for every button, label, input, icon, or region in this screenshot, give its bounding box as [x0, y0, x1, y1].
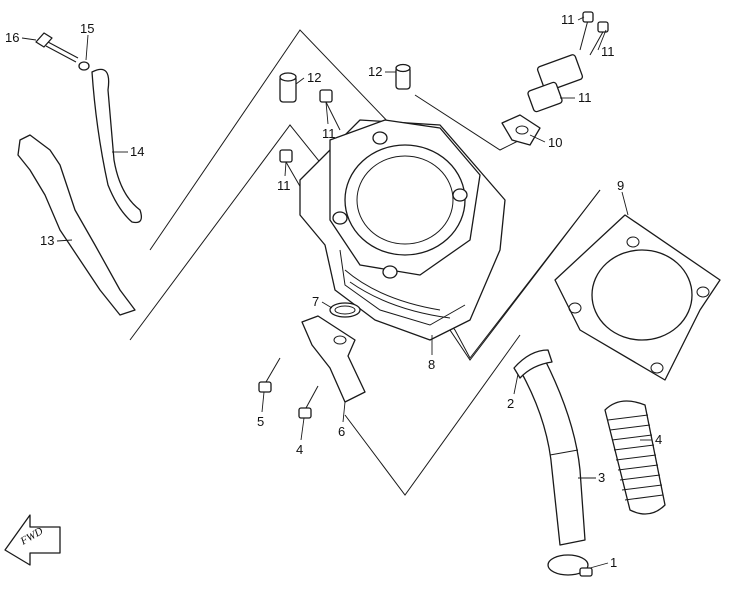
- callout-12-left: 12: [307, 70, 321, 85]
- tensioner-10-part: [527, 11, 609, 113]
- leader-8: [621, 191, 629, 216]
- o-ring-6-part: [329, 302, 361, 318]
- leader-15: [85, 34, 89, 61]
- intake-pipe-5-part: [301, 315, 366, 403]
- leader-4-right: [300, 417, 305, 441]
- group-outline-bottom: [344, 334, 521, 496]
- callout-5: 6: [338, 424, 345, 439]
- callout-6: 7: [312, 294, 319, 309]
- callout-13: 13: [40, 233, 54, 248]
- hose-2-band: [549, 449, 579, 456]
- hose-2-part: [519, 359, 586, 546]
- leader-6: [321, 301, 333, 309]
- leader-1-lower: [589, 562, 609, 569]
- leader-12-left: [295, 77, 305, 85]
- leader-9: [529, 134, 546, 143]
- callout-11-b: 11: [277, 178, 291, 193]
- bolt-16-part: [35, 32, 79, 63]
- callout-11-a: 11: [322, 126, 336, 141]
- washer-15-part: [78, 61, 90, 71]
- dowel-pin-12-left-part: [279, 72, 297, 103]
- intake-pipe-5-hole: [333, 335, 347, 345]
- callout-8: 9: [617, 178, 624, 193]
- cylinder-block-7-part: [299, 119, 506, 341]
- forward-direction-arrow: FWD: [4, 514, 61, 566]
- group-outline-lower: [129, 124, 601, 359]
- callout-11-d: 11: [601, 44, 615, 59]
- callout-7: 8: [428, 357, 435, 372]
- clamp-1-upper-part: [513, 349, 553, 379]
- group-outline-right: [414, 94, 521, 151]
- chain-guide-13-part: [17, 134, 136, 316]
- bolt-4-left-part: [258, 357, 281, 393]
- leader-4-left: [261, 391, 265, 413]
- callout-1-upper: 2: [507, 396, 514, 411]
- leader-11-c: [577, 16, 585, 21]
- leader-13: [56, 239, 73, 242]
- gasket-9-hole: [515, 125, 529, 135]
- tensioner-arm-14-part: [91, 68, 143, 224]
- head-gasket-8-part: [554, 214, 721, 381]
- leader-5: [342, 401, 346, 423]
- callout-1-lower: 1: [610, 555, 617, 570]
- callout-2: 3: [598, 470, 605, 485]
- dowel-pin-12-right-part: [395, 63, 411, 90]
- bolt-4-right-part: [298, 385, 319, 419]
- callout-12-right: 12: [368, 64, 382, 79]
- callout-3: 4: [655, 432, 662, 447]
- bolt-11-upper-part: [319, 89, 341, 131]
- gasket-9-part: [501, 114, 541, 146]
- leader-11-b: [284, 161, 287, 177]
- leader-11-a: [325, 101, 329, 125]
- callout-9: 10: [548, 135, 562, 150]
- callout-16: 16: [5, 30, 19, 45]
- callout-10: 11: [578, 90, 592, 105]
- callout-4-left: 5: [257, 414, 264, 429]
- callout-4-right: 4: [296, 442, 303, 457]
- corrugated-hose-3-part: [604, 400, 666, 515]
- callout-15: 15: [80, 21, 94, 36]
- leader-11-d: [597, 29, 607, 51]
- leader-1-upper: [513, 373, 519, 395]
- callout-11-c: 11: [561, 12, 575, 27]
- clamp-1-lower-part: [547, 554, 593, 577]
- o-ring-6-inner: [334, 305, 356, 315]
- leader-16: [21, 37, 37, 41]
- callout-14: 14: [130, 144, 144, 159]
